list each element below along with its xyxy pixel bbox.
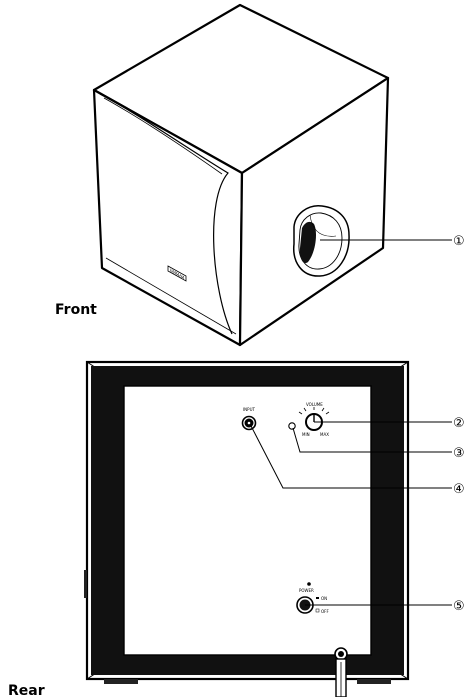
power-label: POWER [299,588,314,593]
volume-label: VOLUME [306,402,323,407]
power-cord [334,647,348,697]
indicator-lamp [288,422,296,430]
leader-line-3 [292,427,452,453]
callout-5: ⑤ [453,599,465,614]
power-on-label: ON [321,596,327,601]
callout-2: ② [453,416,465,431]
callout-4: ④ [453,482,465,497]
volume-knob: VOLUME MIN MAX [298,402,330,437]
power-off-label: OFF [321,609,329,614]
input-label: INPUT [243,407,256,412]
front-grille-curve-inner [103,97,223,175]
input-jack: INPUT [241,407,257,431]
volume-min-label: MIN [302,432,310,437]
front-view: YAMAHA ① Front [55,3,465,347]
leader-line-4 [249,423,452,489]
front-label: Front [55,302,97,318]
rear-panel [123,385,372,656]
rear-label: Rear [8,683,45,697]
foot-left [104,679,138,684]
foot-right [357,679,391,684]
port-opening [293,205,350,277]
volume-max-label: MAX [320,432,329,437]
callout-1: ① [453,234,465,249]
front-grille-curve [99,93,233,335]
callout-3: ③ [453,446,465,461]
rear-view: INPUT VOLUME MIN MAX POWER [8,360,465,697]
rear-frame-band [91,366,404,675]
front-bottom-bevel [105,257,237,335]
